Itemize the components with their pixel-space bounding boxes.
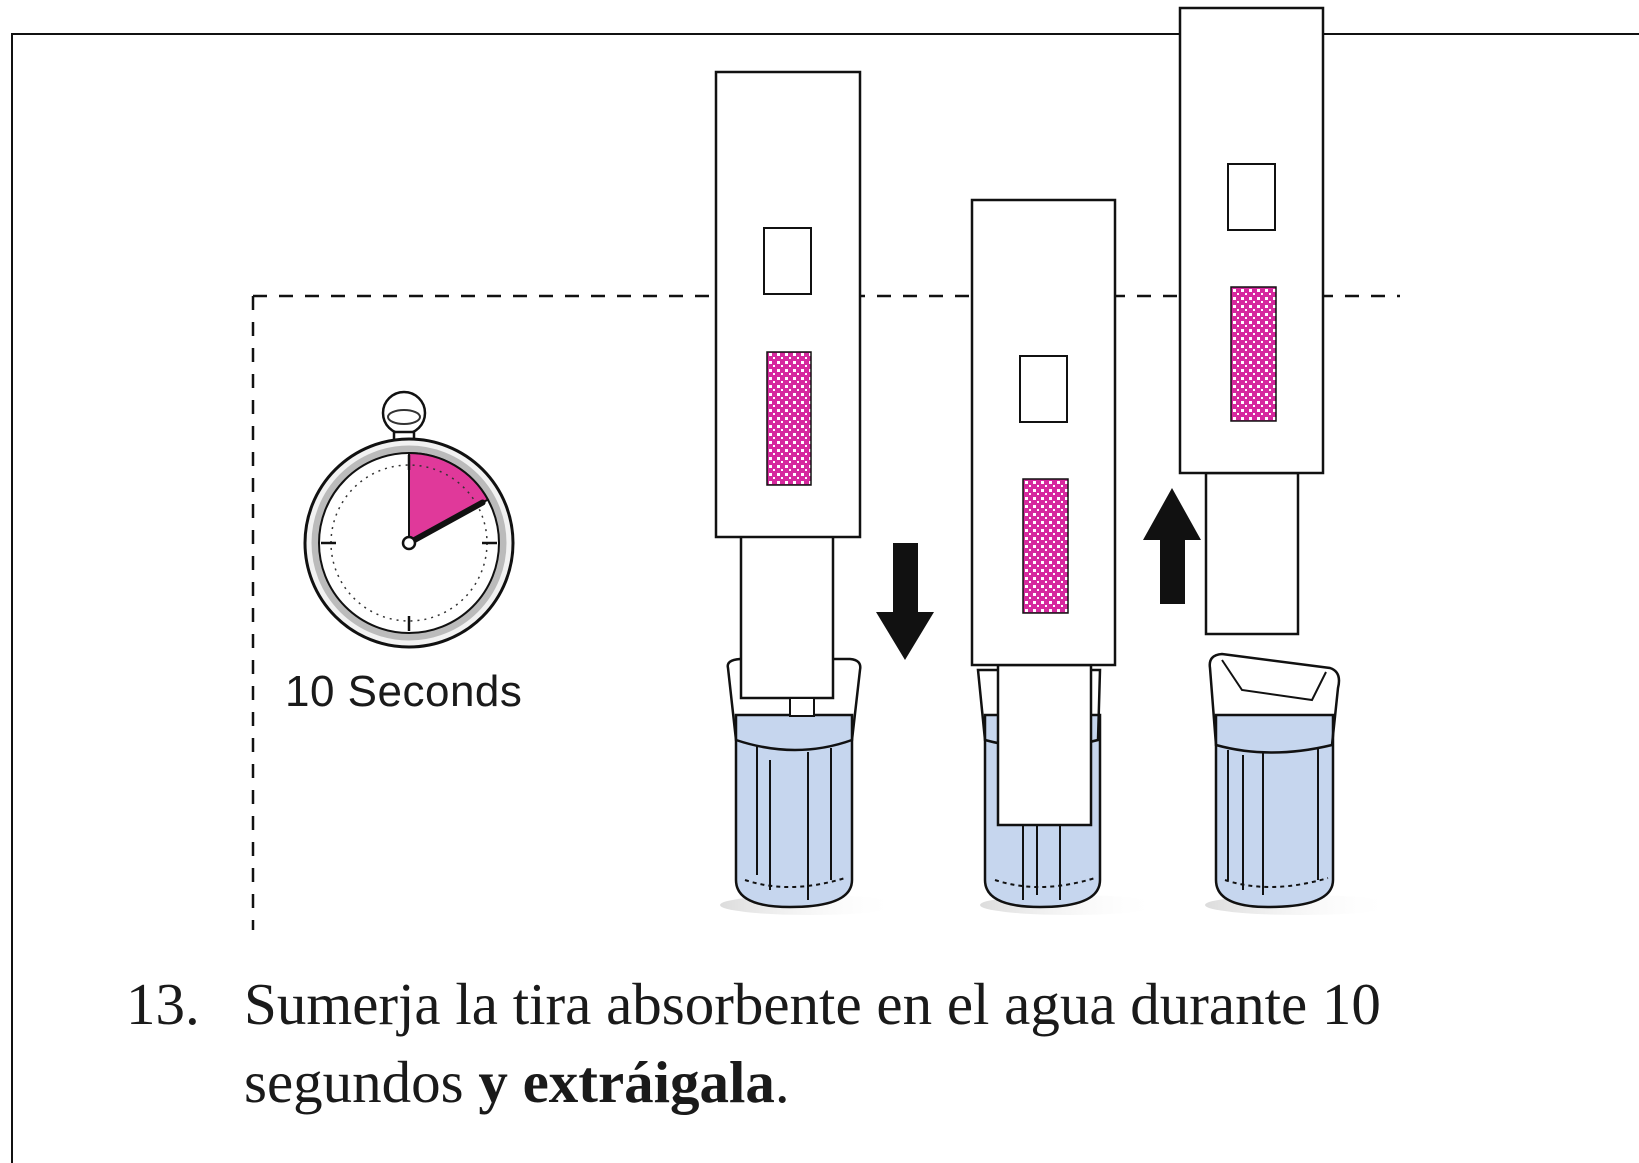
- instruction-bold-y: y: [478, 1049, 508, 1115]
- instruction-period: .: [774, 1049, 790, 1115]
- step-number: 13.: [126, 971, 200, 1037]
- elapsed-time-sector: [408, 451, 490, 545]
- instruction-text: Sumerja la tira absorbente en el agua du…: [244, 965, 1544, 1121]
- test-strip-3: [1178, 6, 1325, 636]
- instruction-bold-extraigala: extráigala: [522, 1049, 775, 1115]
- up-arrow-icon: [1143, 488, 1201, 604]
- timer-label: 10 Seconds: [285, 667, 523, 716]
- test-strip-2: [970, 198, 1117, 827]
- test-strip-1: [714, 70, 862, 717]
- down-arrow-icon: [876, 543, 934, 660]
- stopwatch-hand: [406, 499, 486, 546]
- panel-border: [11, 33, 1639, 1163]
- instruction-text-main: Sumerja la tira absorbente en el agua du…: [244, 971, 1381, 1115]
- water-cup-3: [1205, 652, 1395, 915]
- instruction-space: [508, 1049, 523, 1115]
- stopwatch-icon: [303, 390, 515, 649]
- water-cup-1: [720, 657, 900, 915]
